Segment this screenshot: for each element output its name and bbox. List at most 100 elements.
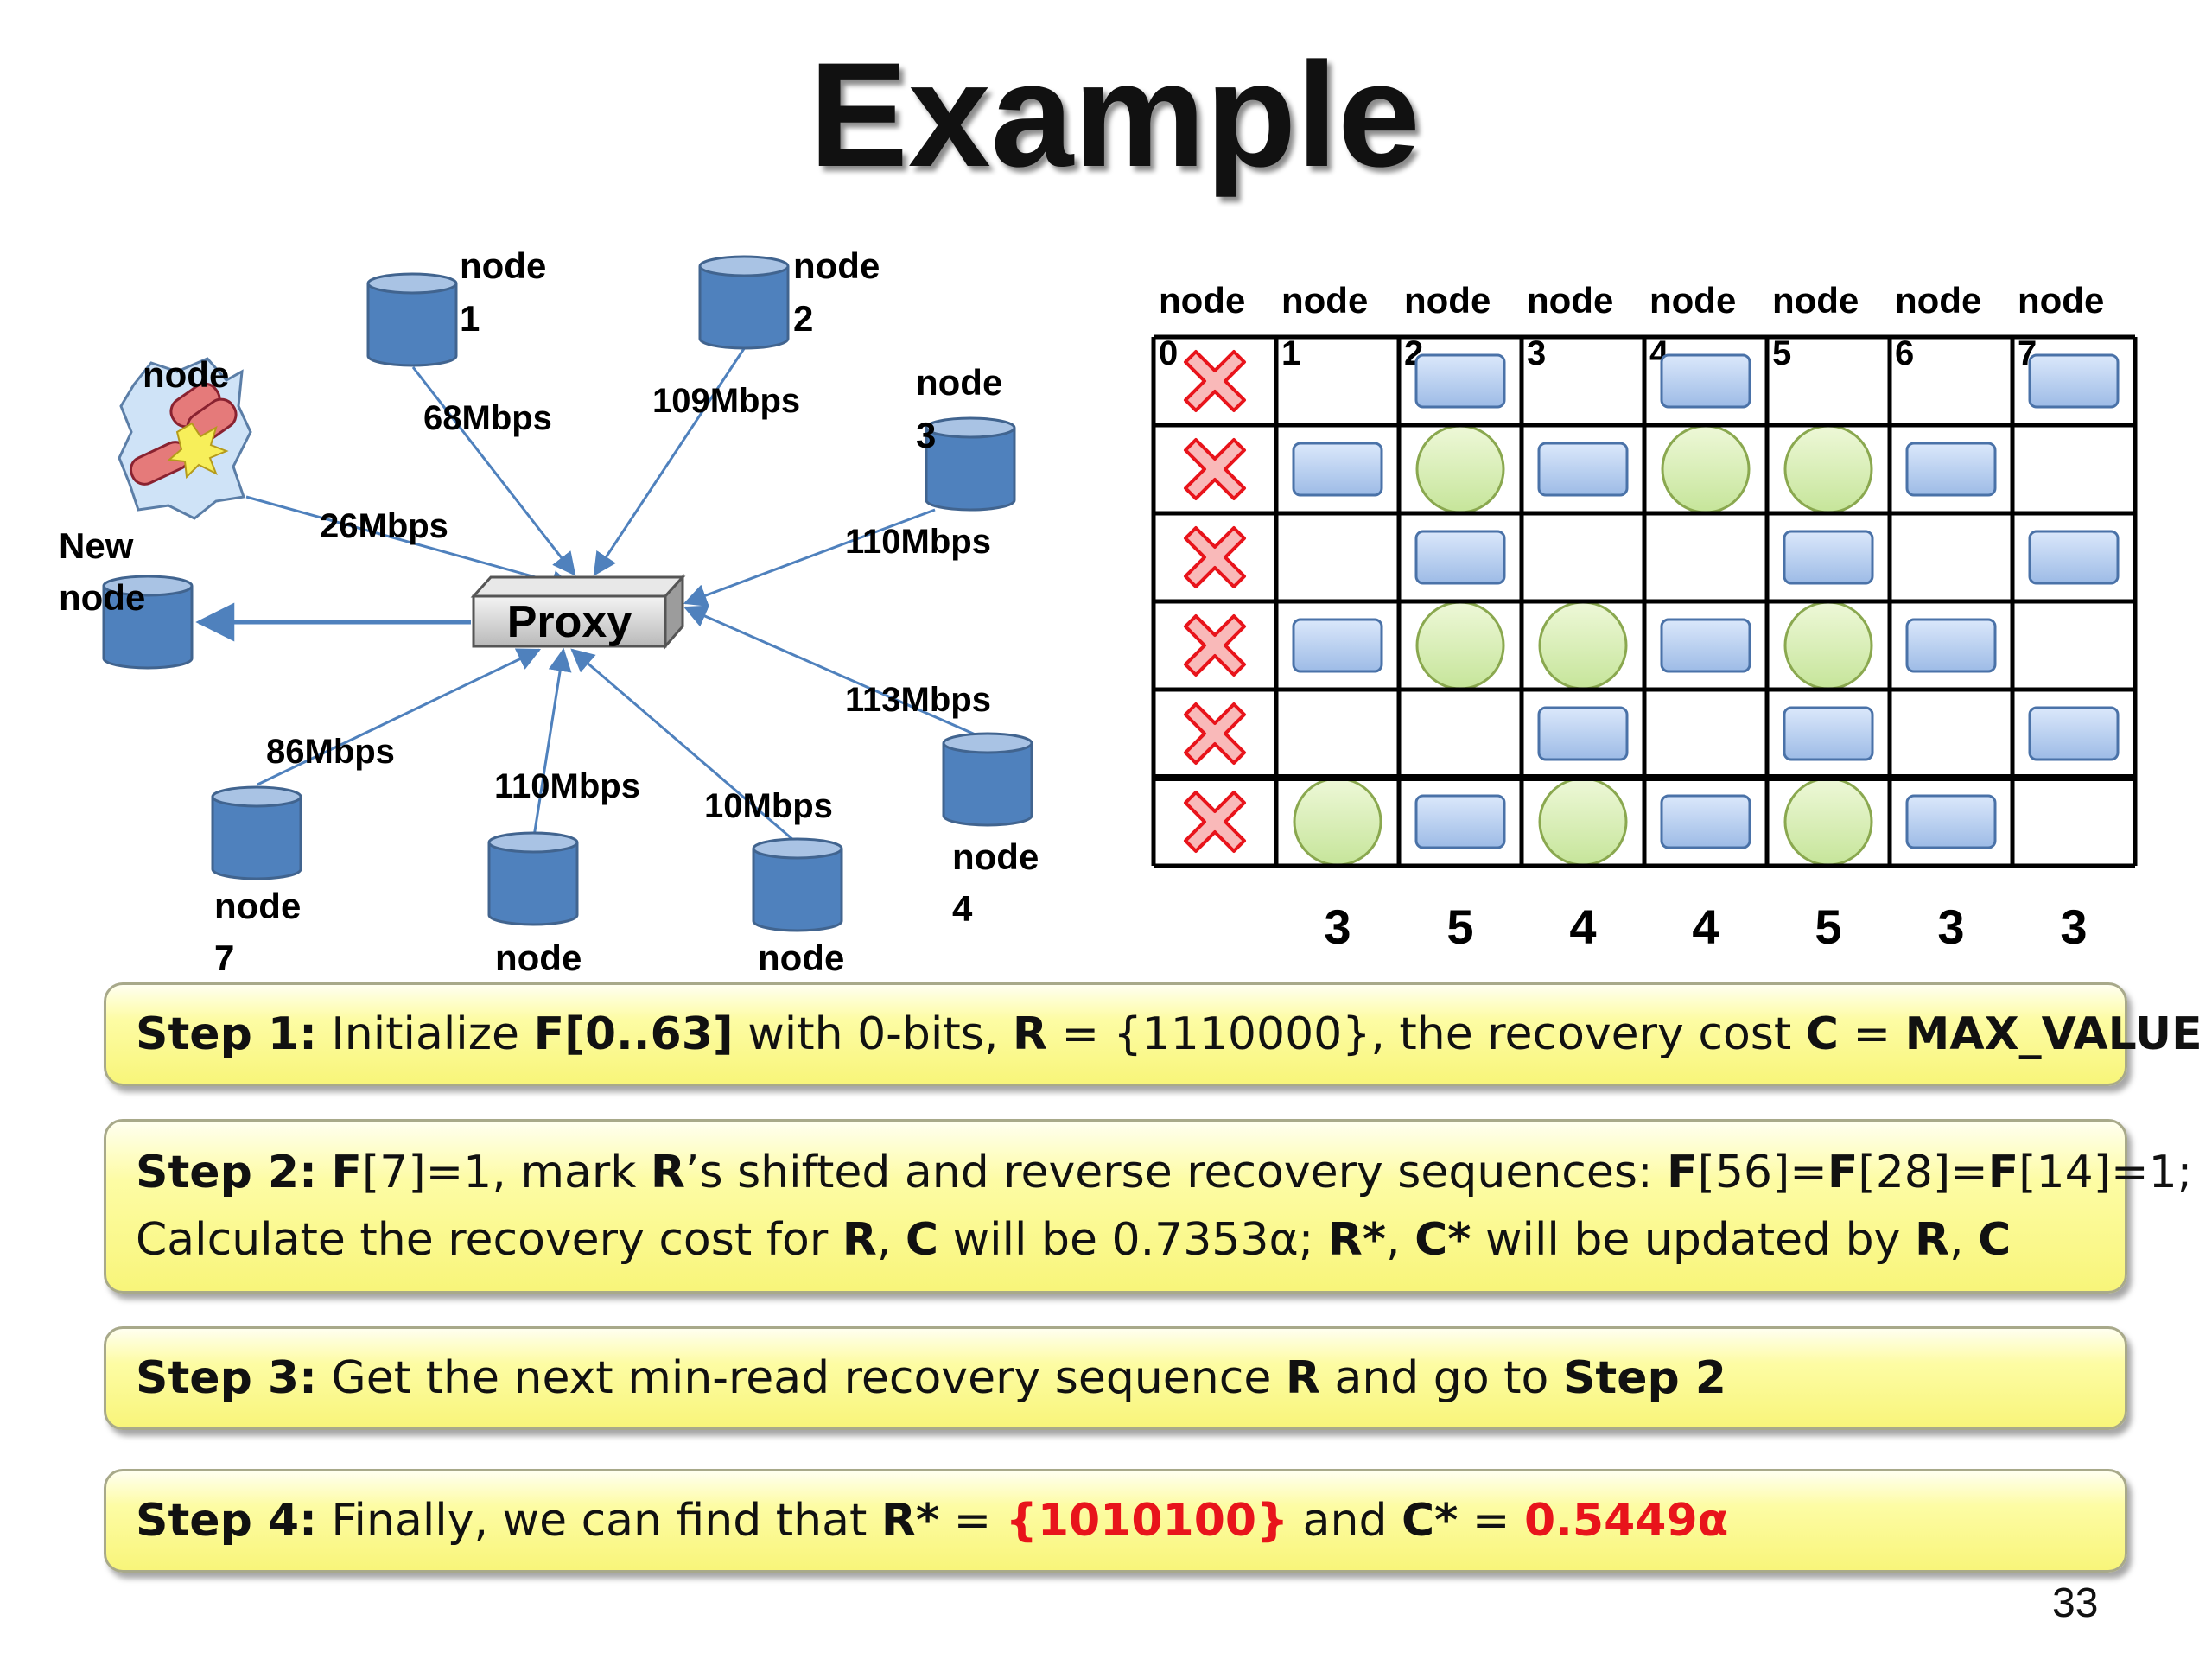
step-1-bold: C [1805,1008,1839,1060]
failed-cross-icon [1184,791,1246,853]
step-2-bold: F [1667,1147,1698,1198]
step-2-bold: C [1978,1214,2012,1266]
step-2-text: Calculate the recovery cost for [136,1214,842,1266]
block-rect [1537,706,1629,761]
link-node-5 [570,648,800,847]
grid-column-header: node [1772,280,1859,321]
step-4-text: = [1458,1495,1524,1547]
step-4-text: Finally, we can find that [316,1495,881,1547]
step-1-bold: R [1012,1008,1047,1060]
block-rect [1414,530,1506,585]
block-circle [1538,601,1628,690]
step-2-bold: R [1914,1214,1950,1266]
grid-column-header: node [1527,280,1613,321]
step-1-label: Step 1: [136,1008,317,1060]
block-circle [1783,601,1873,690]
block-circle [1783,424,1873,514]
block-rect [1537,442,1629,497]
node-4-cylinder [942,732,1033,827]
link-node-3 [683,508,936,607]
step-2-bold: R [650,1147,685,1198]
step-2-line-2: Calculate the recovery cost for R, C wil… [136,1206,2095,1274]
column-count: 3 [1937,899,1964,954]
step-2-text: [56]= [1697,1147,1827,1198]
failed-cross-icon [1184,614,1246,677]
bandwidth-node-7: 86Mbps [266,733,395,771]
node-labels: node 1 node 2 node 3 node 4 node node no… [59,245,1039,978]
step-2-bold: F [1987,1147,2019,1198]
step-2-text: , [876,1214,906,1266]
step-4-box: Step 4: Finally, we can find that R* = {… [104,1469,2127,1573]
block-circle [1538,777,1628,867]
link-node-7 [257,648,542,786]
block-rect [1414,794,1506,849]
proxy-label: Proxy [507,597,632,647]
step-3-bold: Step 2 [1562,1352,1726,1404]
column-count: 3 [1324,899,1351,954]
grid-column-header: node [1404,280,1491,321]
block-rect [1660,618,1751,673]
step-4-bold: C* [1402,1495,1459,1547]
node-4-number: 4 [952,888,973,929]
block-rect [1905,442,1997,497]
step-1-text: Initialize [316,1008,534,1060]
step-3-text: Get the next min-read recovery sequence [316,1352,1286,1404]
step-2-text: will be 0.7353α; [938,1214,1328,1266]
step-2-text: , [1386,1214,1415,1266]
node-5-label: node [758,938,844,978]
step-3-label: Step 3: [136,1352,317,1404]
step-1-text: = [1838,1008,1905,1060]
grid-column-header: node [1281,280,1368,321]
step-2-bold: F [1827,1147,1859,1198]
step-2-line-1: Step 2: F [7]=1, mark R’s shifted and rev… [136,1139,2192,1206]
step-2-label: Step 2: [136,1147,317,1198]
step-1-box: Step 1: Initialize F[0..63] with 0-bits,… [104,982,2202,1086]
block-rect [1292,618,1383,673]
block-circle [1293,777,1382,867]
step-3-text: and go to [1319,1352,1563,1404]
grid-column-number: 0 [1159,334,1178,372]
step-3-box: Step 3: Get the next min-read recovery s… [104,1326,2127,1430]
failed-cross-icon [1184,702,1246,765]
block-rect [1660,794,1751,849]
node-4-label: node [952,836,1039,877]
link-node-1 [411,366,576,576]
node-6-cylinder [487,831,579,926]
block-rect [2028,353,2120,409]
link-node-6 [532,647,572,837]
grid-column-header: node [1895,280,1981,321]
failed-cross-icon [1184,526,1246,588]
new-node-label-line1: New [59,525,134,566]
column-count: 5 [1446,899,1473,954]
step-2-text: [7]=1, mark [361,1147,651,1198]
block-rect [1292,442,1383,497]
grid-column-header: node [1159,280,1245,321]
failed-node-icon: node [118,354,252,520]
grid-column-number: 6 [1895,334,1914,372]
node-1-cylinder [366,272,458,367]
grid-column-header: node [2018,280,2104,321]
step-4-result-c: 0.5449α [1524,1495,1729,1547]
step-1-text: with 0-bits, [733,1008,1013,1060]
column-count: 4 [1692,899,1719,954]
block-circle [1783,777,1873,867]
step-2-bold: C [905,1214,939,1266]
grid-column-number: 1 [1281,334,1300,372]
recovery-grid: node0node1node2node3node4node5node6node7… [1151,280,2138,954]
node-6-label: node [495,938,582,978]
node-2-cylinder [698,255,790,350]
new-node-cylinder [102,575,194,670]
grid-column-number: 3 [1527,334,1546,372]
failed-cross-icon [1184,350,1246,412]
new-node-label-line2: node [59,577,145,618]
node-2-label: node [793,245,880,286]
grid-column-number: 5 [1772,334,1791,372]
block-circle [1415,424,1505,514]
step-2-text [317,1147,332,1198]
step-2-text: ’s shifted and reverse recovery sequence… [684,1147,1668,1198]
step-1-text: = {1110000}, the recovery cost [1046,1008,1806,1060]
link-failed-node [245,495,575,594]
node-1-number: 1 [460,298,480,339]
